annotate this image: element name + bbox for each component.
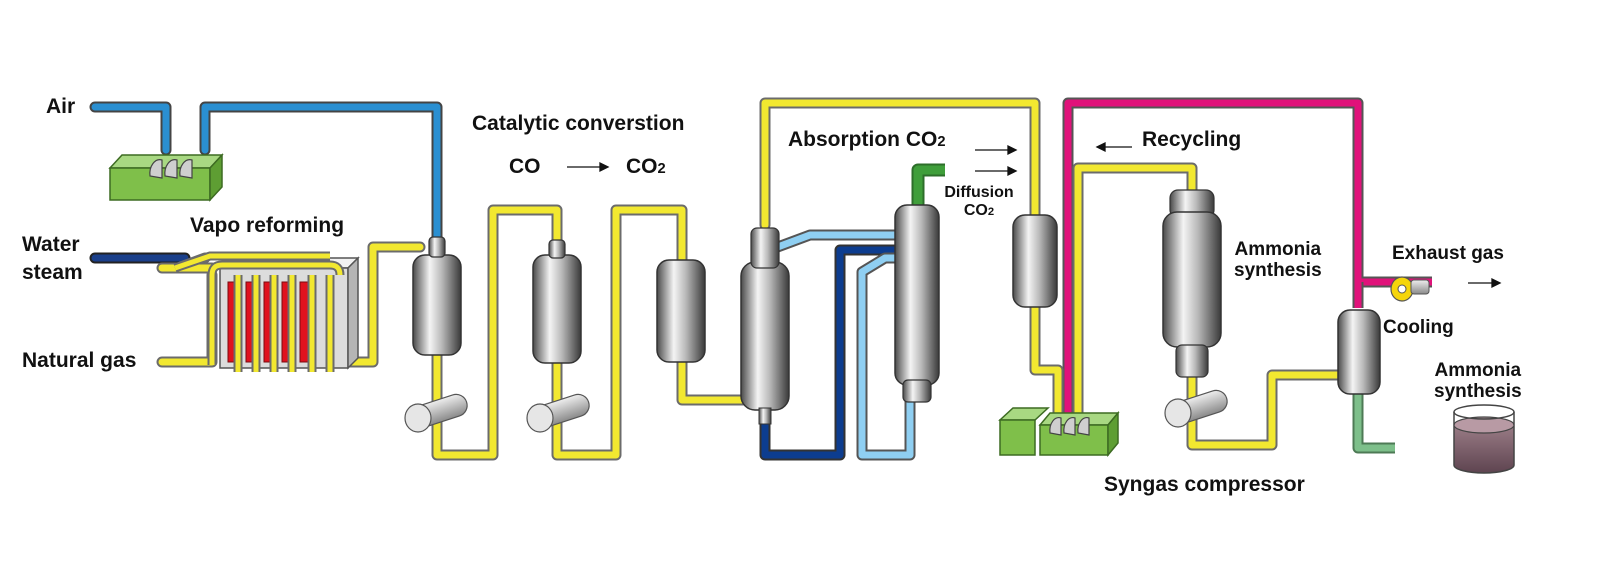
co-label: CO [509, 155, 541, 178]
recycle-pipe [1062, 97, 1432, 418]
recycling-label: Recycling [1142, 128, 1242, 151]
cooling-separator [1337, 309, 1381, 395]
ammonia-synthesis-reactor-label: Ammonia synthesis [1234, 239, 1322, 282]
air-pipe [89, 101, 443, 249]
secondary-reformer [412, 236, 462, 356]
intermediate-vessel [1012, 214, 1058, 308]
cooling-label: Cooling [1383, 317, 1454, 338]
vapo-reforming-furnace [173, 251, 360, 372]
natural-gas-label: Natural gas [22, 349, 137, 372]
shift-converter-1 [532, 239, 582, 364]
ammonia-product-line2: synthesis [1434, 380, 1522, 402]
syngas-compressor-label: Syngas compressor [1104, 473, 1305, 496]
exhaust-gas-label: Exhaust gas [1392, 243, 1504, 264]
valve-3 [1164, 389, 1228, 428]
ammonia-beaker [1453, 404, 1515, 474]
arrows [567, 141, 1502, 289]
syngas-compressor [998, 407, 1120, 458]
ammonia-synthesis-reactor [1162, 189, 1222, 378]
absorption-co2-label: Absorption CO2 [788, 128, 946, 151]
catalytic-conversion-label: Catalytic converstion [472, 112, 685, 135]
ammonia-synthesis-line2: synthesis [1234, 259, 1322, 281]
co2-label: CO2 [626, 155, 666, 178]
diffusion-label-line1: Diffusion [944, 184, 1014, 201]
vapo-reforming-label: Vapo reforming [190, 214, 345, 237]
water-steam-label-line1: Water [22, 233, 80, 256]
absorbent-loop [759, 229, 916, 461]
ammonia-product-line1: Ammonia [1434, 360, 1522, 381]
exhaust-valve [1390, 276, 1430, 302]
diffusion-label-line2: CO2 [963, 201, 995, 219]
air-compressor [108, 153, 224, 202]
cooling-outlet-pipe [1352, 392, 1395, 454]
shift-converter-2 [656, 259, 706, 363]
valve-2 [526, 393, 590, 433]
absorption-column [740, 227, 790, 425]
co2-vent-pipe [911, 163, 945, 205]
ammonia-product-label: Ammonia synthesis [1434, 360, 1522, 403]
water-steam-label-line2: steam [22, 261, 83, 284]
ammonia-synthesis-line1: Ammonia [1234, 239, 1322, 260]
valve-1 [404, 393, 468, 433]
diffusion-co2-label: Diffusion CO2 [934, 184, 1024, 219]
diffusion-column [894, 204, 940, 403]
air-label: Air [46, 95, 76, 118]
